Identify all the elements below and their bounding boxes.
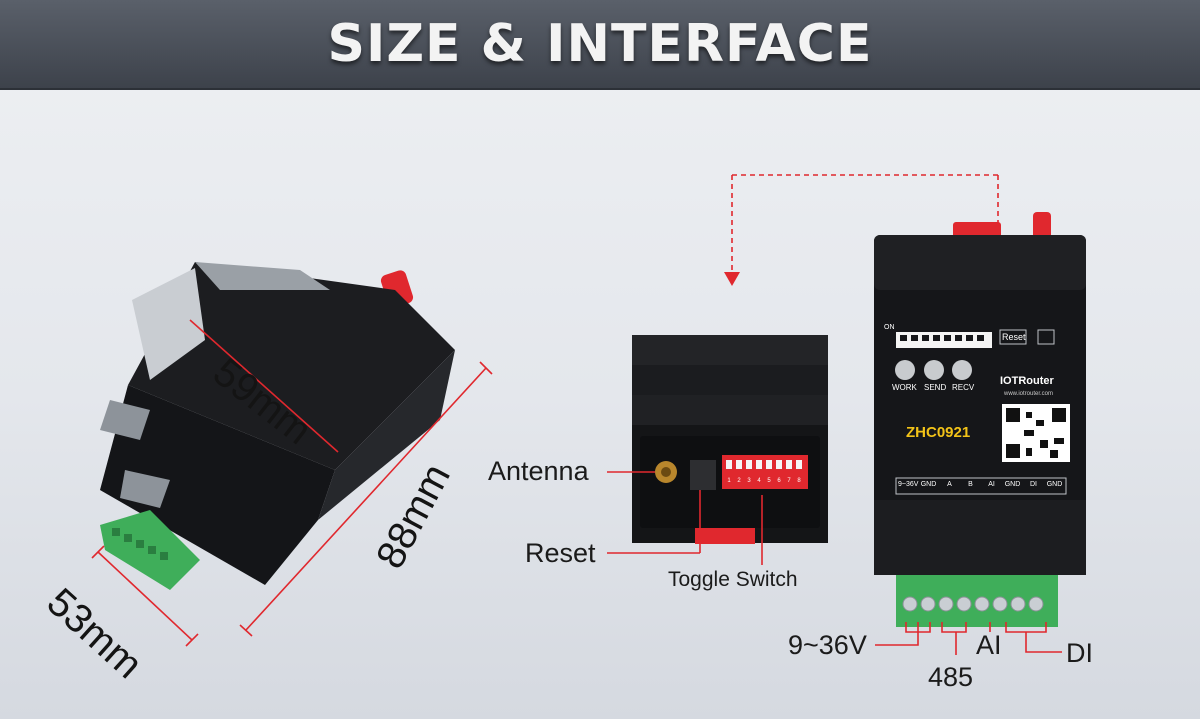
- rs485-terminal-label: 485: [928, 662, 974, 692]
- power-terminal-label: 9~36V: [788, 630, 867, 660]
- dip-number: 5: [767, 478, 771, 484]
- dip-number: 8: [797, 478, 801, 484]
- dip-number: 7: [787, 478, 791, 484]
- terminal-label: DI: [1030, 481, 1037, 488]
- device-front-view: [874, 212, 1086, 627]
- website-text: www.iotrouter.com: [1004, 391, 1054, 397]
- terminal-label: GND: [1046, 481, 1063, 488]
- dip-number: 3: [747, 478, 751, 484]
- ai-terminal-label: AI: [976, 630, 1002, 660]
- led-send-text: SEND: [924, 383, 947, 392]
- led-send-icon: [924, 360, 944, 380]
- dip-on-text: ON: [884, 324, 895, 331]
- dip-number: 2: [737, 478, 741, 484]
- led-recv-text: RECV: [952, 383, 975, 392]
- model-number: ZHC0921: [906, 424, 971, 441]
- antenna-label: Antenna: [488, 456, 589, 486]
- antenna-connector-icon: [1033, 212, 1051, 240]
- terminal-label: GND: [920, 481, 937, 488]
- brand-logo-text: IOTRouter: [1000, 375, 1054, 387]
- dip-number: 6: [777, 478, 781, 484]
- toggle-switch-label: Toggle Switch: [668, 568, 798, 591]
- dip-number: 4: [757, 478, 761, 484]
- page-title: SIZE & INTERFACE: [327, 14, 873, 74]
- dip-number-row: 1 2 3 4 5 6 7 8: [724, 478, 804, 484]
- led-work-text: WORK: [892, 383, 917, 392]
- front-reset-text: Reset: [1002, 332, 1026, 342]
- di-terminal-label: DI: [1066, 638, 1093, 668]
- terminal-label: B: [968, 481, 973, 488]
- dimension-lines: [91, 319, 493, 647]
- terminal-label: A: [947, 481, 952, 488]
- side-callout-lines: [607, 471, 763, 565]
- led-recv-icon: [952, 360, 972, 380]
- terminal-label: GND: [1004, 481, 1021, 488]
- front-reset-icon: [999, 329, 1027, 345]
- terminal-callout-lines: [875, 622, 1062, 655]
- reset-button-icon: [690, 460, 716, 490]
- led-work-icon: [895, 360, 915, 380]
- reset-label: Reset: [525, 538, 596, 568]
- terminal-label: AI: [988, 481, 995, 488]
- header-banner: SIZE & INTERFACE: [0, 0, 1200, 90]
- terminal-strip-labels: 9~36V GND A B AI GND DI GND: [898, 481, 1065, 488]
- device-side-view: [632, 335, 828, 544]
- terminal-label: 9~36V: [898, 481, 919, 488]
- device-top-face: [128, 262, 455, 470]
- dip-number: 1: [727, 478, 731, 484]
